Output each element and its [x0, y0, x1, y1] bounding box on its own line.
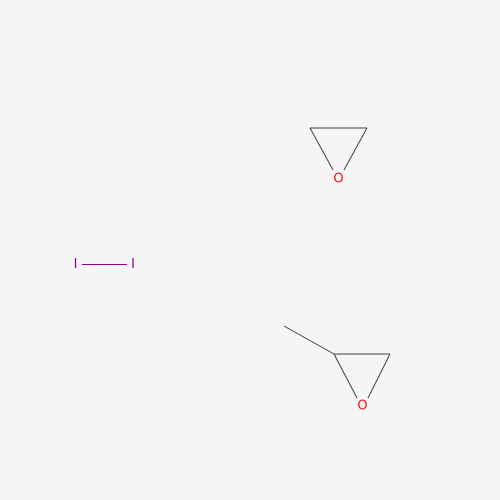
ethylene-oxide-oxygen-label: O: [333, 172, 343, 187]
propylene-oxide-oxygen-label: O: [357, 399, 367, 414]
iodine-left-label: I: [74, 257, 78, 272]
ethylene-oxide-co-bond-left: [309, 127, 334, 171]
propylene-oxide-co-bond-left: [333, 353, 358, 399]
iodine-right-label: I: [131, 257, 135, 272]
iodine-molecule: I I: [74, 257, 135, 272]
ethylene-oxide-molecule: O: [309, 127, 368, 187]
propylene-oxide-methyl-bond: [283, 325, 335, 355]
propylene-oxide-co-bond-right: [367, 353, 391, 399]
ethylene-oxide-co-bond-right: [343, 127, 368, 171]
propylene-oxide-molecule: O: [283, 325, 391, 414]
